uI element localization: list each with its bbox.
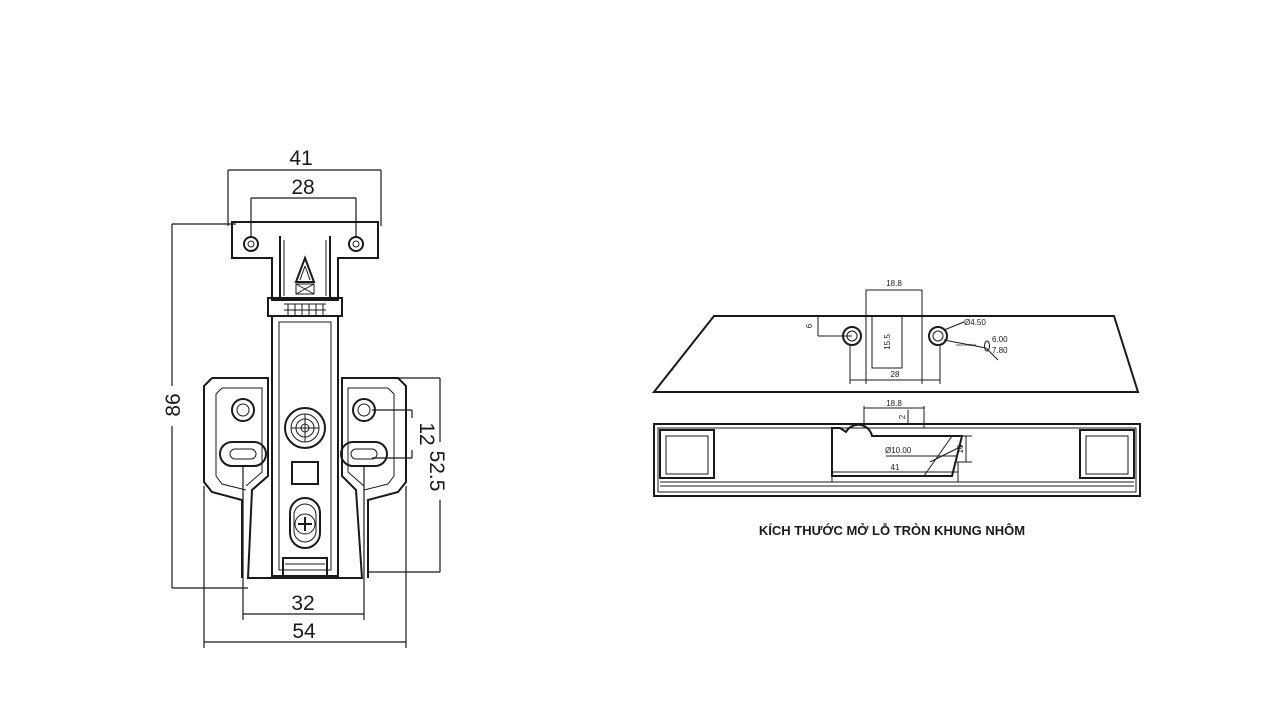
dim-15-5: 15.5 (883, 334, 892, 350)
dim-12: 12 (415, 422, 438, 445)
dim-bore-height: 10 (956, 444, 965, 453)
dim-54: 54 (292, 620, 316, 643)
dim-86: 86 (162, 393, 185, 416)
hinge-drawing: 41 28 86 12 52.5 32 54 (162, 147, 448, 648)
dim-41: 41 (289, 147, 312, 170)
dim-slot-b: 7.80 (992, 346, 1008, 355)
dim-18-8-section: 18.8 (886, 399, 902, 408)
drawing-caption: KÍCH THƯỚC MỞ LỖ TRÒN KHUNG NHÔM (759, 523, 1025, 538)
dim-28: 28 (291, 176, 314, 199)
dim-6: 6 (805, 323, 814, 328)
cutout-top-view: 18.8 15.5 6 28 Ø4.50 countersink 6.00 7.… (651, 279, 1140, 393)
slot-note: countersink (956, 342, 976, 347)
cutout-section-view: 18.8 2 Ø10.00 10 41 (653, 399, 1141, 497)
dim-28-top: 28 (891, 370, 900, 379)
dim-52-5: 52.5 (425, 451, 448, 492)
dim-hole-diameter: Ø4.50 (964, 318, 986, 327)
dim-18-8-top: 18.8 (886, 279, 902, 288)
dim-32: 32 (291, 592, 314, 615)
dim-2: 2 (898, 414, 907, 419)
dim-bore-diameter: Ø10.00 (885, 446, 912, 455)
dim-slot-a: 6.00 (992, 335, 1008, 344)
dim-41-section: 41 (891, 463, 900, 472)
